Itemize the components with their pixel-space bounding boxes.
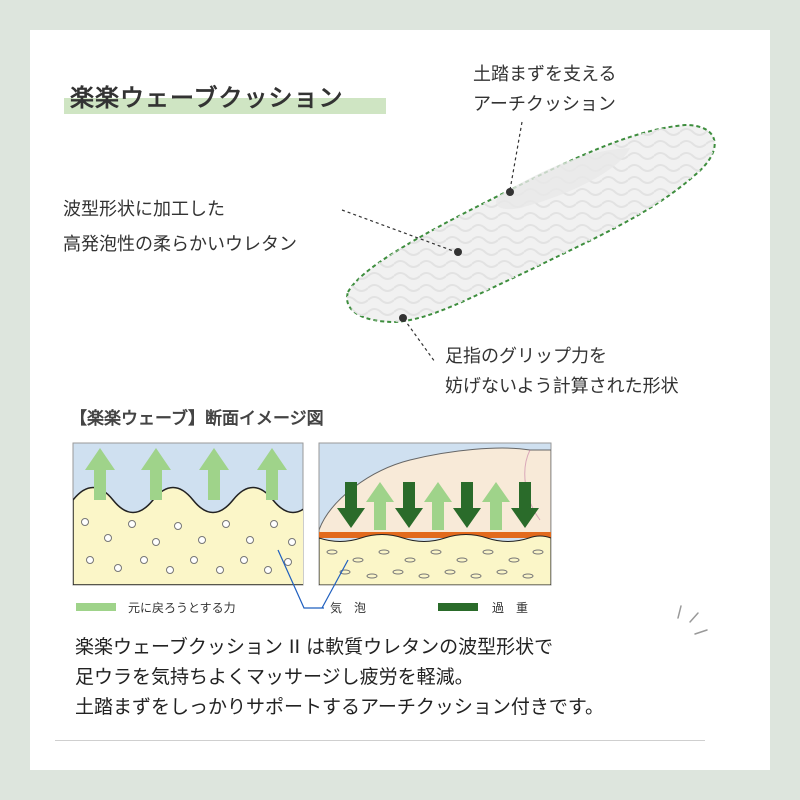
sparkle-decoration [677,605,708,635]
description-line-2: 足ウラを気持ちよくマッサージし疲労を軽減。 [75,666,474,688]
annotation-urethane-line2: 高発泡性の柔らかいウレタン [63,234,297,255]
pressure-arrows [337,482,539,528]
bubbles-right [326,549,544,579]
annotation-urethane-line1: 波型形状に加工した [63,199,225,220]
section-title: 【楽楽ウェーブ】断面イメージ図 [70,409,324,429]
annotation-grip-line1: 足指のグリップ力を [445,346,607,367]
legend-return-force-swatch [76,603,116,611]
annotation-urethane: 波型形状に加工した 高発泡性の柔らかいウレタン [63,192,297,262]
arch-dot [506,188,514,196]
legend-bubbles-label: 気 泡 [330,601,367,615]
cross-section-panel-right [318,442,552,586]
bubbles-left [81,518,296,574]
legend-pressure-label: 過 重 [492,601,529,615]
page-title: 楽楽ウェーブクッション [70,84,344,112]
description-text: 楽楽ウェーブクッション II は軟質ウレタンの波型形状で 足ウラを気持ちよくマッ… [75,632,604,722]
leader-lines [341,121,523,363]
title-highlight [64,98,386,114]
content-card: 楽楽ウェーブクッション 土踏まずを支える アーチクッション 波型形状に加工した … [30,30,770,770]
legend-return-force-label: 元に戻ろうとする力 [128,601,236,615]
cross-section-panel-left [72,442,304,586]
return-force-arrows-right [366,482,510,530]
insole-illustration [346,123,716,324]
divider-line [55,740,705,741]
title-block: 楽楽ウェーブクッション [64,78,386,114]
return-force-arrows [85,448,287,500]
bubble-callout-lines [277,549,349,609]
annotation-arch: 土踏まずを支える アーチクッション [473,60,616,120]
urethane-dot [454,248,462,256]
annotation-grip: 足指のグリップ力を 妨げないよう計算された形状 [445,342,679,402]
legend-pressure-swatch [438,603,478,611]
description-line-3: 土踏まずをしっかりサポートするアーチクッション付きです。 [75,696,604,718]
annotation-arch-line1: 土踏まずを支える [473,64,617,85]
annotation-arch-line2: アーチクッション [473,94,616,115]
annotation-grip-line2: 妨げないよう計算された形状 [445,376,679,397]
diagram-graphics [72,121,716,635]
grip-dot [399,314,407,322]
description-line-1: 楽楽ウェーブクッション II は軟質ウレタンの波型形状で [75,636,554,658]
